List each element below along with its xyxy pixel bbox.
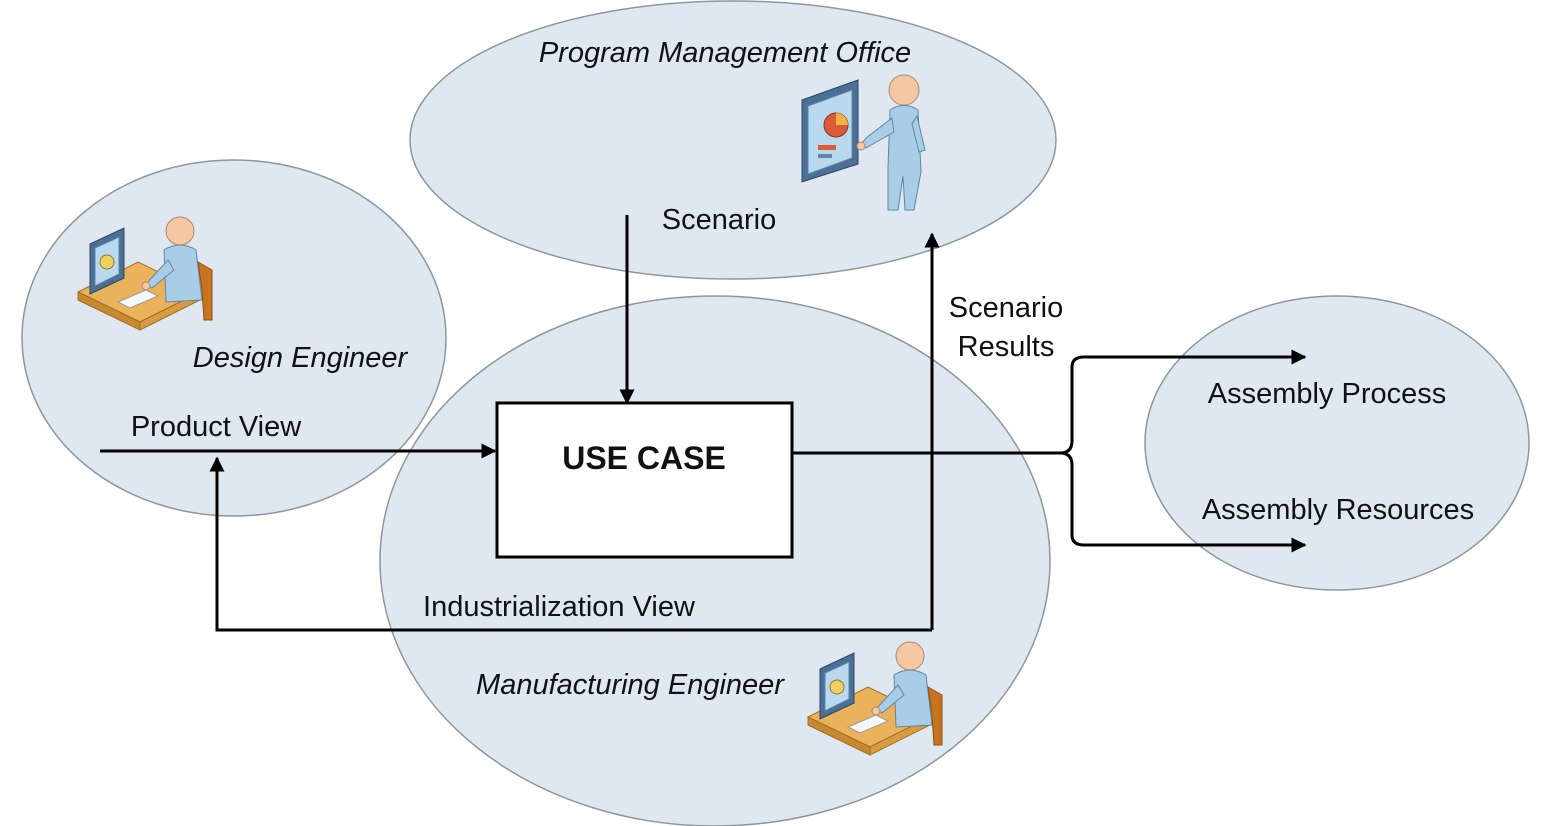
scenario-label: Scenario <box>662 204 776 236</box>
engineer-workstation-icon <box>806 641 943 756</box>
manufacturing-engineer-label: Manufacturing Engineer <box>476 669 785 701</box>
design-engineer-zone <box>21 159 447 517</box>
presenter-icon <box>801 74 926 211</box>
engineer-workstation-icon <box>76 216 213 331</box>
design-engineer-label: Design Engineer <box>193 342 409 374</box>
assembly-outputs-zone <box>1144 295 1530 591</box>
assembly-resources-arrow <box>1059 451 1307 553</box>
industrialization-view-label: Industrialization View <box>423 591 696 623</box>
assembly-resources-label: Assembly Resources <box>1202 494 1474 526</box>
scenario-results-label-line2: Results <box>958 331 1055 363</box>
industrialization-view-loop <box>209 456 932 632</box>
use-case-box <box>495 401 794 559</box>
pmo-label: Program Management Office <box>539 37 911 69</box>
product-view-label: Product View <box>131 411 302 443</box>
assembly-process-label: Assembly Process <box>1208 378 1447 410</box>
scenario-results-label-line1: Scenario <box>949 292 1063 324</box>
manufacturing-engineer-zone <box>379 295 1051 826</box>
use-case-label: USE CASE <box>562 440 726 476</box>
